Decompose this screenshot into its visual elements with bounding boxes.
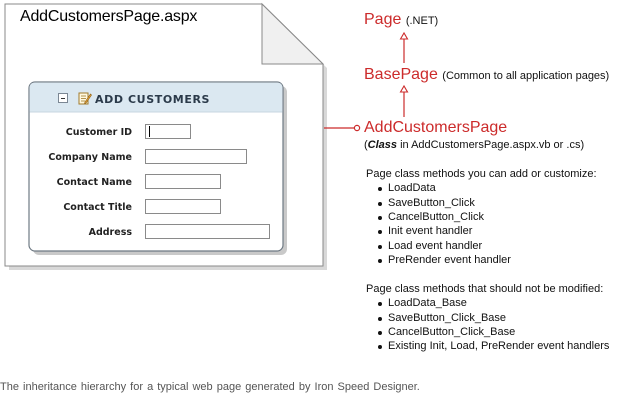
list-item: CancelButton_Click_Base [377,326,516,338]
list-item: Existing Init, Load, PreRender event han… [377,340,610,352]
document-fold [261,2,325,65]
node-addcustomerspage-note: (Class in AddCustomersPage.aspx.vb or .c… [364,139,585,151]
node-basepage-name: BasePage [364,66,438,83]
list-item: SaveButton_Click_Base [377,312,507,324]
node-basepage-note: (Common to all application pages) [442,70,610,82]
company-name-label: Company Name [48,152,132,163]
list-item: Init event handler [377,225,473,237]
edit-form-icon [78,92,92,105]
list-item: CancelButton_Click [378,211,484,223]
list-item: SaveButton_Click [378,197,475,209]
node-page-note: (.NET) [405,15,439,27]
contact-name-label: Contact Name [56,177,132,188]
figure-caption: The inheritance hierarchy for a typical … [0,381,420,393]
text-cursor [149,126,150,137]
node-page-name: Page [364,11,402,28]
contact-title-input[interactable] [145,199,221,214]
node-addcustomerspage-name: AddCustomersPage [364,119,508,136]
collapse-icon[interactable] [58,93,68,103]
contact-name-input[interactable] [145,174,221,189]
list-item: PreRender event handler [378,254,511,266]
customer-id-input[interactable] [145,124,191,139]
list-item: LoadData_Base [378,297,467,309]
node-page: Page (.NET) [364,11,438,29]
contact-title-label: Contact Title [63,202,132,213]
list-item: LoadData [378,182,436,194]
panel-title: ADD CUSTOMERS [95,93,211,106]
customizable-heading: Page class methods you can add or custom… [366,168,597,180]
list-item: Load event handler [377,240,483,252]
connector-dot [353,124,361,132]
customer-id-label: Customer ID [65,127,132,138]
node-basepage: BasePage (Common to all application page… [364,66,609,84]
address-label: Address [88,227,132,238]
not-modifiable-heading: Page class methods that should not be mo… [366,283,604,295]
address-input[interactable] [145,224,270,239]
document-filename: AddCustomersPage.aspx [20,8,198,25]
company-name-input[interactable] [145,149,247,164]
panel-header [29,82,283,112]
